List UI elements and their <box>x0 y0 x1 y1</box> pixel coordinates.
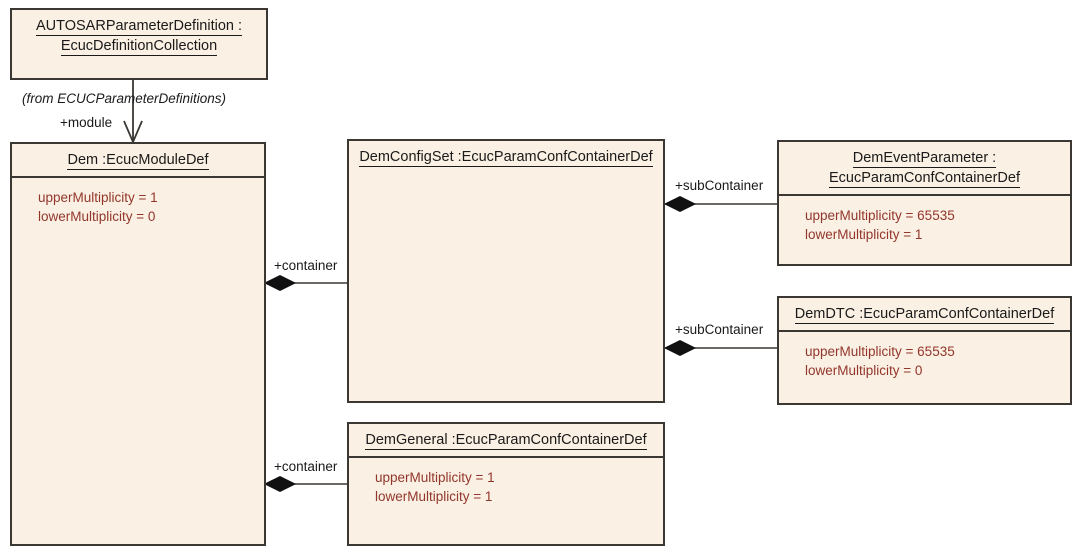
attribute-lower-multiplicity: lowerMultiplicity = 1 <box>805 227 923 242</box>
class-title-line-1: DemEventParameter : <box>852 150 997 168</box>
composition-diamond-dem-configset-icon <box>263 274 297 292</box>
class-title-line-1: DemGeneral :EcucParamConfContainerDef <box>365 432 647 450</box>
attribute-upper-multiplicity: upperMultiplicity = 1 <box>38 190 158 205</box>
class-title-line-2: EcucDefinitionCollection <box>60 38 218 56</box>
class-dem-event-parameter[interactable]: DemEventParameter : EcucParamConfContain… <box>777 140 1072 266</box>
attribute-upper-multiplicity: upperMultiplicity = 1 <box>375 470 495 485</box>
composition-diamond-configset-dtc-icon <box>663 339 697 357</box>
role-label-subcontainer-event: +subContainer <box>675 178 764 193</box>
class-header: Dem :EcucModuleDef <box>12 144 264 178</box>
role-label-subcontainer-dtc: +subContainer <box>675 322 764 337</box>
class-title-line-1: AUTOSARParameterDefinition : <box>35 18 243 36</box>
class-header: DemGeneral :EcucParamConfContainerDef <box>349 424 663 458</box>
class-dem-dtc[interactable]: DemDTC :EcucParamConfContainerDef upperM… <box>777 296 1072 405</box>
class-dem-general[interactable]: DemGeneral :EcucParamConfContainerDef up… <box>347 422 665 546</box>
attribute-lower-multiplicity: lowerMultiplicity = 0 <box>805 363 923 378</box>
class-title-line-2: EcucParamConfContainerDef <box>828 170 1020 188</box>
class-attributes: upperMultiplicity = 1 lowerMultiplicity … <box>12 178 264 226</box>
class-attributes: upperMultiplicity = 65535 lowerMultiplic… <box>779 332 1070 380</box>
attribute-upper-multiplicity: upperMultiplicity = 65535 <box>805 344 955 359</box>
role-label-module: +module <box>60 115 113 130</box>
class-attributes: upperMultiplicity = 65535 lowerMultiplic… <box>779 196 1070 244</box>
class-header: DemDTC :EcucParamConfContainerDef <box>779 298 1070 332</box>
class-header: DemConfigSet :EcucParamConfContainerDef <box>349 141 663 173</box>
role-label-container-configset: +container <box>274 258 338 273</box>
attribute-lower-multiplicity: lowerMultiplicity = 1 <box>375 489 493 504</box>
class-title-line-1: DemDTC :EcucParamConfContainerDef <box>794 306 1055 324</box>
composition-diamond-configset-event-icon <box>663 195 697 213</box>
role-label-container-general: +container <box>274 459 338 474</box>
attribute-upper-multiplicity: upperMultiplicity = 65535 <box>805 208 955 223</box>
class-title-line-1: Dem :EcucModuleDef <box>67 152 209 170</box>
composition-diamond-dem-general-icon <box>263 475 297 493</box>
attribute-lower-multiplicity: lowerMultiplicity = 0 <box>38 209 156 224</box>
class-header: AUTOSARParameterDefinition : EcucDefinit… <box>12 10 266 62</box>
class-autosar-parameter-definition[interactable]: AUTOSARParameterDefinition : EcucDefinit… <box>10 8 268 80</box>
class-header: DemEventParameter : EcucParamConfContain… <box>779 142 1070 196</box>
class-attributes: upperMultiplicity = 1 lowerMultiplicity … <box>349 458 663 506</box>
package-origin-label: (from ECUCParameterDefinitions) <box>22 91 227 106</box>
class-dem-config-set[interactable]: DemConfigSet :EcucParamConfContainerDef <box>347 139 665 403</box>
class-title-line-1: DemConfigSet :EcucParamConfContainerDef <box>359 149 653 167</box>
class-dem[interactable]: Dem :EcucModuleDef upperMultiplicity = 1… <box>10 142 266 546</box>
